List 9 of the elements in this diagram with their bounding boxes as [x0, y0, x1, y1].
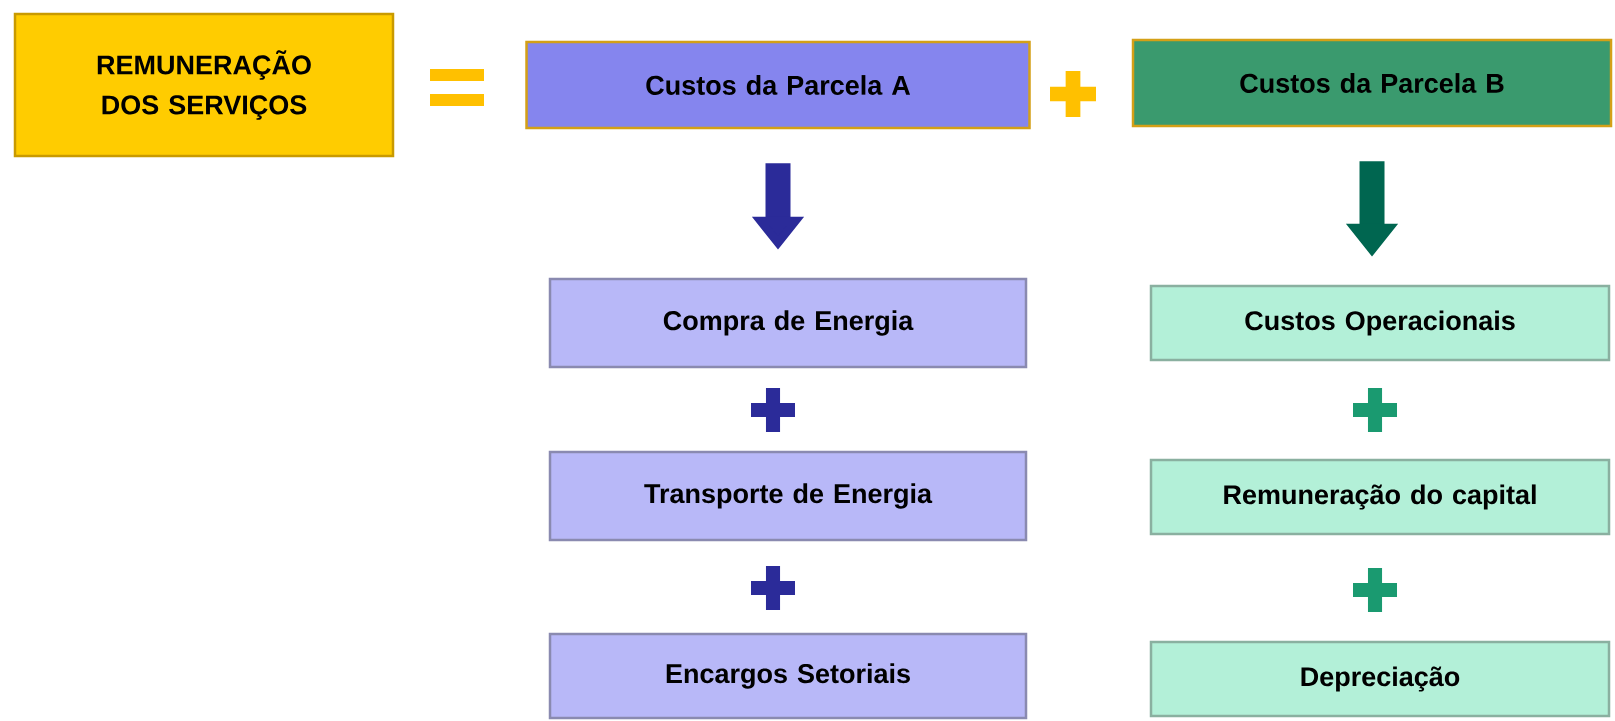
text-box: Custos da Parcela B [1131, 38, 1613, 128]
text-box: Encargos Setoriais [548, 632, 1028, 720]
text-box: Compra de Energia [548, 277, 1028, 369]
text-box: Custos da Parcela A [525, 40, 1031, 130]
text-box: REMUNERAÇÃO DOS SERVIÇOS [13, 12, 395, 158]
text-box: Transporte de Energia [548, 450, 1028, 542]
text-box: Depreciação [1149, 640, 1611, 718]
text-box: Remuneração do capital [1149, 458, 1611, 536]
text-box: Custos Operacionais [1149, 284, 1611, 362]
